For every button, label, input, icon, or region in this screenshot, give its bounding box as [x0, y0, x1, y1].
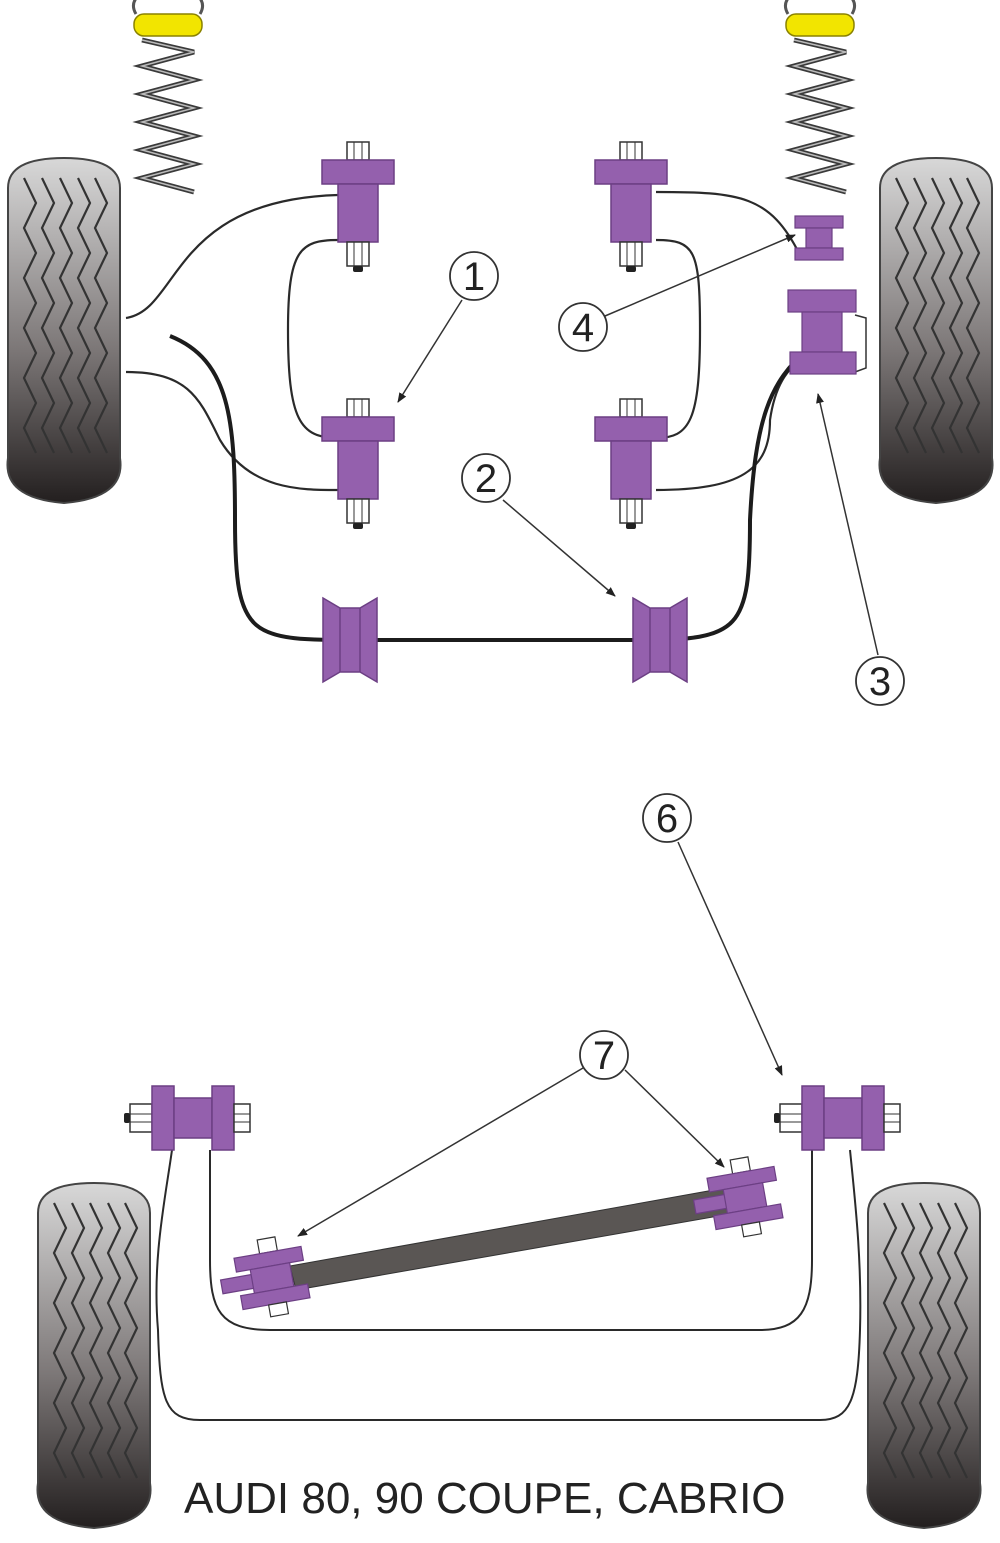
spring-right	[785, 0, 854, 192]
callout-7-label: 7	[593, 1034, 615, 1078]
callout-3: 3	[855, 656, 905, 706]
bush-rear-mount-left	[123, 1085, 251, 1151]
callout-4-label: 4	[572, 306, 594, 350]
bush-arb-left	[322, 597, 378, 683]
callout-3-label: 3	[869, 660, 891, 704]
callout-2-label: 2	[475, 457, 497, 501]
tyre-front-left	[7, 158, 120, 503]
diagram-title: AUDI 80, 90 COUPE, CABRIO	[184, 1474, 786, 1523]
bush-front-lower-right	[594, 398, 668, 530]
tyre-rear-left	[37, 1183, 150, 1528]
panhard-rod	[289, 1187, 731, 1291]
callout-6: 6	[642, 793, 692, 843]
front-wishbone-right	[655, 190, 811, 492]
tyre-rear-right	[867, 1183, 980, 1528]
bush-front-upper-left	[321, 141, 395, 273]
tyre-front-right	[879, 158, 992, 503]
rear-axle-outline	[155, 1149, 862, 1421]
front-wishbone-left	[125, 193, 339, 492]
bush-3	[787, 289, 867, 375]
bush-4	[794, 215, 844, 261]
leader-lines	[297, 234, 879, 1237]
callout-6-label: 6	[656, 797, 678, 841]
callout-1-label: 1	[463, 255, 485, 299]
bush-rear-mount-right	[773, 1085, 901, 1151]
bush-front-lower-left	[321, 398, 395, 530]
callout-1: 1	[449, 251, 499, 301]
spring-left	[133, 0, 202, 192]
bush-arb-right	[632, 597, 688, 683]
bush-front-upper-right	[594, 141, 668, 273]
callout-4: 4	[558, 302, 608, 352]
callout-7: 7	[579, 1030, 629, 1080]
bush-panhard-right	[687, 1152, 786, 1245]
callout-2: 2	[461, 453, 511, 503]
